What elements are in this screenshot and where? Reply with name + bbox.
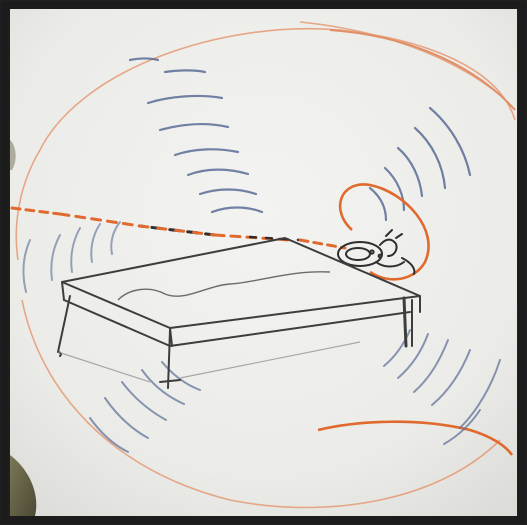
paper-sheet	[10, 9, 517, 516]
